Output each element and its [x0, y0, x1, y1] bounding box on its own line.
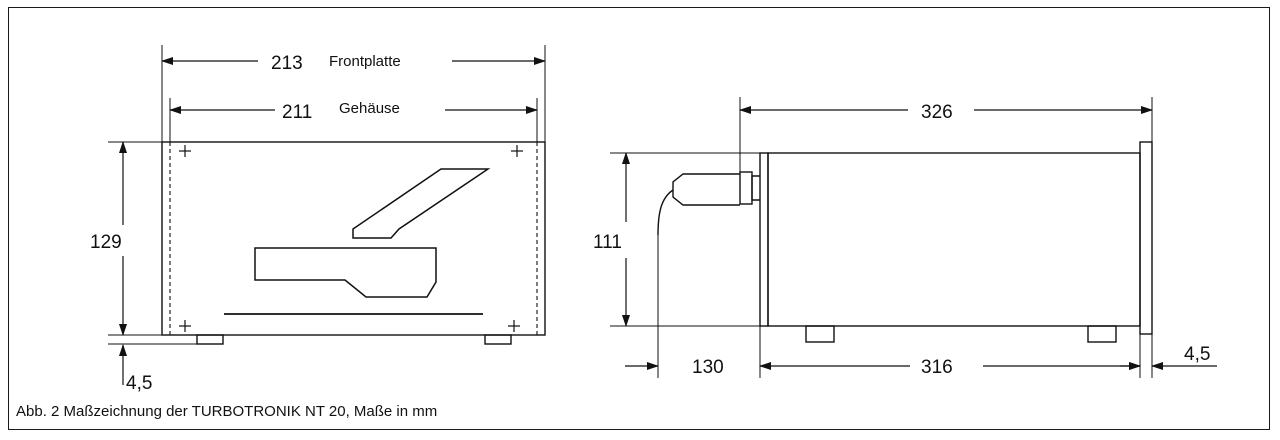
mounting-cross	[179, 145, 523, 332]
dim-housing-length-value: 316	[921, 357, 953, 378]
dim-frontplate-value: 213	[271, 53, 303, 74]
side-rear-panel	[1139, 141, 1153, 335]
figure-caption: Abb. 2 Maßzeichnung der TURBOTRONIK NT 2…	[16, 403, 438, 420]
dim-total-length-value: 326	[921, 102, 953, 123]
dim-panel-thickness-value: 4,5	[1184, 344, 1210, 365]
side-view	[610, 97, 1217, 378]
dim-cable-clearance-value: 130	[692, 357, 724, 378]
logo-base-shape	[254, 247, 437, 298]
side-front-panel	[759, 152, 769, 327]
side-housing-body	[767, 152, 1141, 327]
dim-housing-label: Gehäuse	[339, 100, 400, 117]
cable-line	[657, 189, 674, 236]
dim-height-side-value: 111	[593, 232, 622, 253]
cable-connector	[657, 171, 760, 236]
front-foot-right	[484, 334, 512, 345]
front-view	[108, 45, 546, 385]
dim-housing-value: 211	[282, 102, 312, 123]
side-foot-rear	[1087, 325, 1117, 343]
side-foot-front	[805, 325, 835, 343]
dim-height-front-value: 129	[90, 232, 122, 253]
dim-frontplate-label: Frontplatte	[329, 53, 401, 70]
front-panel-outline	[161, 141, 546, 336]
dim-foot-offset-value: 4,5	[126, 373, 152, 394]
drawing-frame	[8, 7, 1270, 430]
front-foot-left	[196, 334, 224, 345]
logo-bar-shape	[352, 168, 491, 239]
